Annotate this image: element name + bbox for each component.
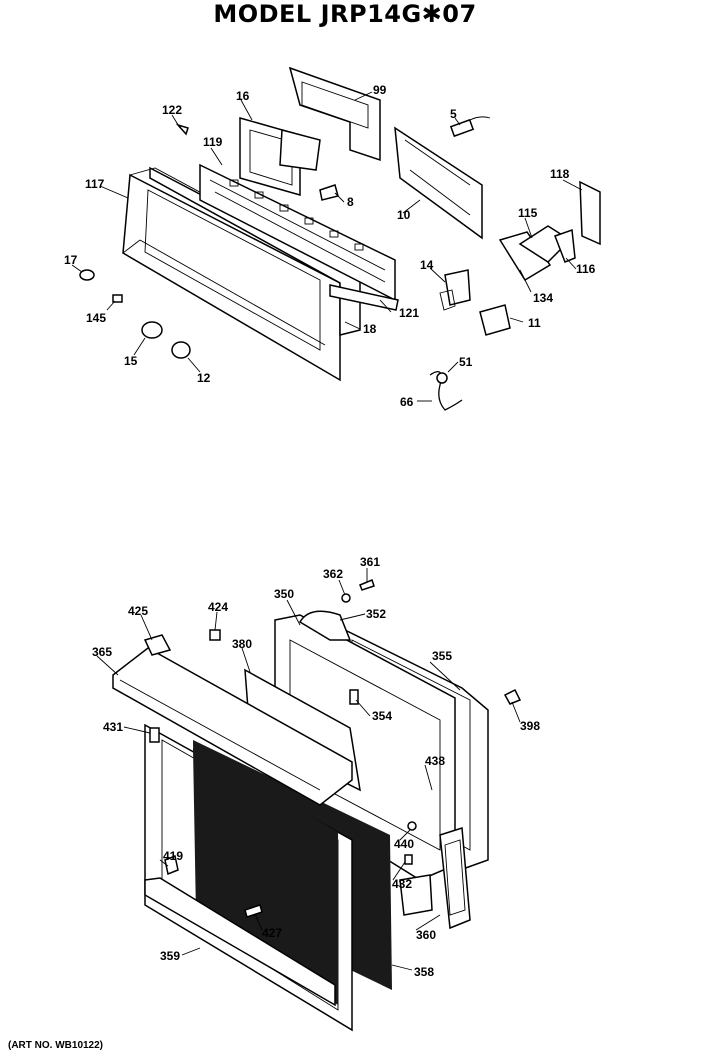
part-145 (112, 294, 123, 303)
bracket-118 (579, 180, 601, 246)
part-440 (407, 821, 417, 831)
part-17 (79, 269, 95, 281)
part-8 (319, 184, 339, 201)
callout-359: 359 (160, 949, 180, 963)
relay-115 (498, 231, 552, 282)
connector-51 (436, 372, 448, 384)
callout-438: 438 (425, 754, 445, 768)
callout-134: 134 (533, 291, 553, 305)
screw-361 (359, 578, 375, 591)
callout-424: 424 (208, 600, 228, 614)
callout-12: 12 (197, 371, 211, 385)
callout-350: 350 (274, 587, 294, 601)
hinge-360 (439, 827, 471, 930)
part-432 (404, 854, 413, 865)
callout-427: 427 (262, 926, 282, 940)
end-cap-425 (143, 634, 172, 656)
callout-360: 360 (416, 928, 436, 942)
knob-12 (171, 341, 191, 359)
washer-362 (341, 593, 351, 603)
clip-116 (554, 228, 576, 263)
callout-380: 380 (232, 637, 252, 651)
callout-16: 16 (236, 89, 250, 103)
gasket-352 (298, 610, 352, 641)
lower-assembly: 361 362 352 350 424 425 380 365 355 354 … (92, 555, 540, 1032)
bracket-10 (394, 126, 483, 240)
callout-354: 354 (372, 709, 392, 723)
callout-5: 5 (450, 107, 457, 121)
clip-424 (209, 629, 221, 641)
strip-121 (329, 284, 399, 311)
part-419 (164, 854, 179, 876)
knob-15 (141, 321, 163, 339)
callout-116: 116 (576, 262, 596, 276)
part-11 (479, 304, 511, 336)
part-5 (449, 118, 475, 138)
screw-398 (503, 688, 522, 705)
callout-419: 419 (163, 849, 183, 863)
wire-harness-66 (429, 371, 463, 411)
part-431 (149, 727, 160, 743)
callout-352: 352 (366, 607, 386, 621)
callout-398: 398 (520, 719, 540, 733)
callout-361: 361 (360, 555, 380, 569)
part-354 (349, 689, 359, 705)
callout-10: 10 (397, 208, 411, 222)
callout-51: 51 (459, 355, 473, 369)
part-122 (175, 123, 189, 136)
callout-362: 362 (323, 567, 343, 581)
part-427 (244, 904, 263, 918)
callout-425: 425 (128, 604, 148, 618)
callout-14: 14 (420, 258, 434, 272)
callout-18: 18 (363, 322, 377, 336)
callout-15: 15 (124, 354, 138, 368)
upper-assembly: 99 5 16 122 119 117 8 10 118 115 116 17 … (64, 66, 601, 411)
callout-121: 121 (399, 306, 419, 320)
page-title: MODEL JRP14G✱07 (213, 0, 477, 28)
callout-431: 431 (103, 720, 123, 734)
callout-355: 355 (432, 649, 452, 663)
callout-11: 11 (528, 316, 541, 330)
art-number: (ART NO. WB10122) (8, 1040, 104, 1051)
callout-118: 118 (550, 167, 570, 181)
callout-358: 358 (414, 965, 434, 979)
callout-8: 8 (347, 195, 354, 209)
callout-365: 365 (92, 645, 112, 659)
bracket-99 (288, 66, 381, 162)
callout-99: 99 (373, 83, 387, 97)
callout-145: 145 (86, 311, 106, 325)
callout-119: 119 (203, 135, 223, 149)
callout-115: 115 (518, 206, 538, 220)
callout-66: 66 (400, 395, 414, 409)
callout-440: 440 (394, 837, 414, 851)
callout-117: 117 (85, 177, 105, 191)
callout-122: 122 (162, 103, 182, 117)
part-14 (444, 269, 471, 306)
callout-432: 432 (392, 877, 412, 891)
callout-17: 17 (64, 253, 78, 267)
